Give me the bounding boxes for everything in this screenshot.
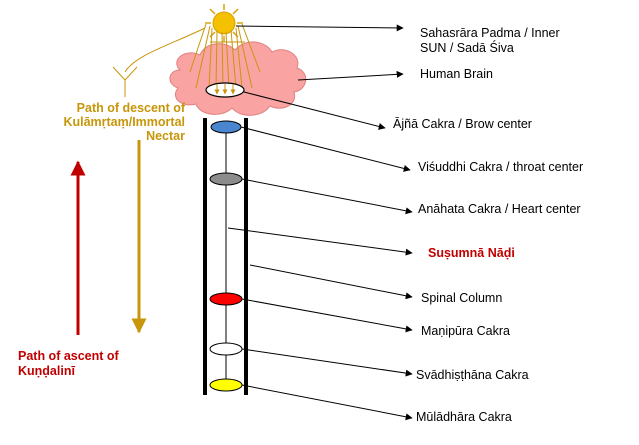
descent-label-line1: Path of descent of	[76, 101, 185, 115]
manipura-label: Maṇipūra Cakra	[421, 324, 510, 338]
ajna-label: Ājñā Cakra / Brow center	[393, 117, 532, 131]
human-brain-label: Human Brain	[420, 67, 493, 81]
sahasrara-label-line2: SUN / Sadā Śiva	[420, 41, 514, 55]
descent-label-line3: Nectar	[146, 129, 185, 143]
muladhara-label: Mūlādhāra Cakra	[416, 410, 512, 424]
nectar-rays	[124, 23, 261, 89]
ajna-chakra	[210, 120, 242, 134]
human-brain-cloud	[169, 41, 307, 116]
ascent-label-line2: Kuṇḍalinī	[18, 364, 75, 378]
svadhisthana-chakra	[209, 342, 243, 356]
susumna-label: Suṣumnā Nāḍi	[428, 246, 515, 260]
muladhara-chakra	[209, 378, 243, 392]
svadhisthana-label: Svādhiṣṭhāna Cakra	[416, 368, 529, 382]
pointer-lines	[227, 24, 413, 421]
ascent-label-line1: Path of ascent of	[18, 349, 119, 363]
sahasrara-label-line1: Sahasrāra Padma / Inner	[420, 26, 560, 40]
anahata-label: Anāhata Cakra / Heart center	[418, 202, 581, 216]
anahata-chakra	[209, 172, 243, 186]
inner-sun	[205, 4, 243, 42]
spinal-column-label: Spinal Column	[421, 291, 503, 305]
manipura-chakra	[209, 292, 243, 306]
descent-fork	[112, 66, 138, 97]
descent-label-line2: Kulāmṛtaṃ/Immortal	[63, 115, 185, 129]
brow-arrows	[214, 84, 236, 95]
visuddhi-label: Viśuddhi Cakra / throat center	[418, 160, 584, 174]
